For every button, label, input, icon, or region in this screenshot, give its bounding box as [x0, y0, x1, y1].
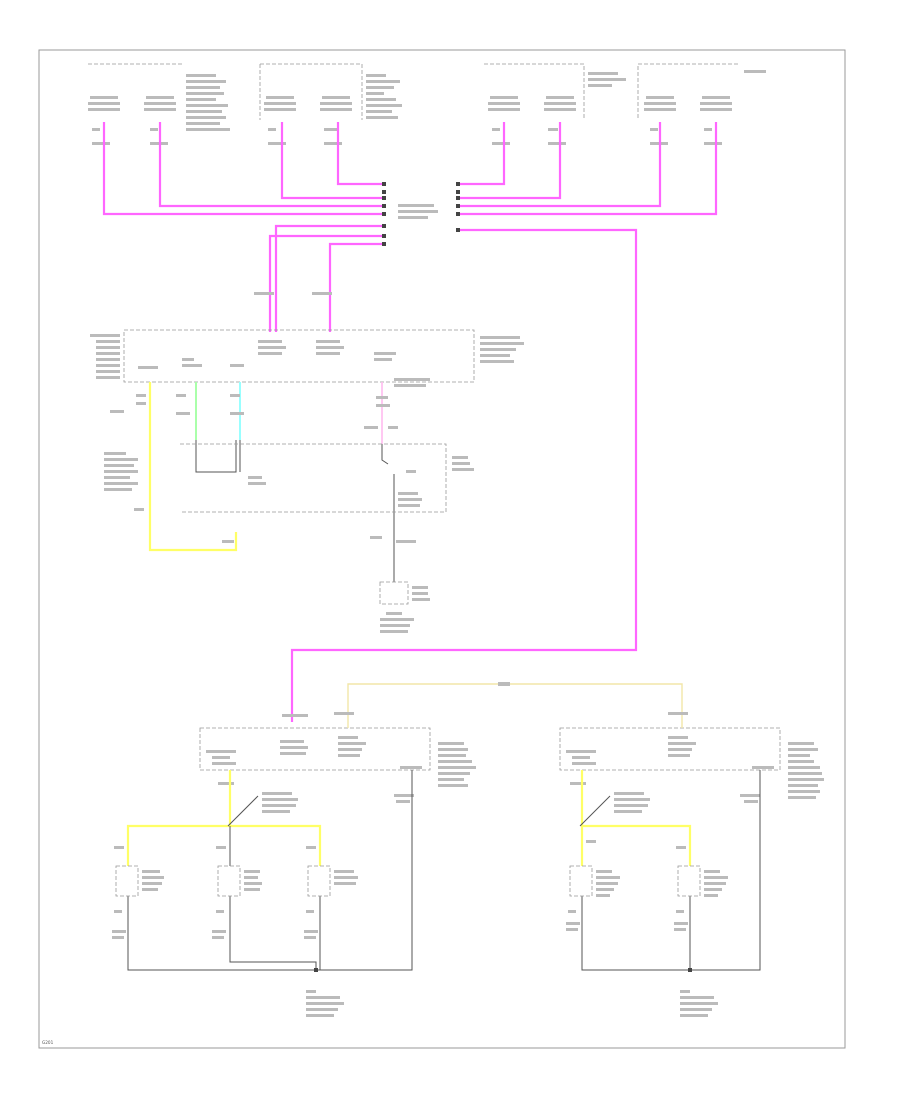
- ground-label: G201: [42, 1040, 54, 1045]
- wire-7: [458, 122, 662, 208]
- right-door-labels: [566, 736, 774, 813]
- wire-12: [290, 228, 638, 722]
- door-module-left: [199, 727, 476, 787]
- data-wires-top: [102, 122, 718, 722]
- diagram-frame: [38, 49, 846, 1049]
- wire-2: [158, 122, 384, 208]
- top-terminal-labels: [88, 96, 732, 145]
- left-door-switches: [112, 770, 413, 1017]
- wire-11: [328, 242, 384, 332]
- wire-1: [102, 122, 384, 216]
- wire-4: [336, 122, 384, 186]
- top-module-center-left: [259, 63, 402, 120]
- wire-10: [268, 234, 384, 332]
- door-module-right: [559, 727, 824, 799]
- module-text-1: [186, 74, 230, 131]
- wire-5: [458, 122, 506, 186]
- right-door-switches: [566, 770, 761, 1017]
- top-module-center-right: [484, 63, 626, 118]
- wire-6: [458, 122, 562, 200]
- ground-device: [379, 581, 430, 633]
- module-text-3: [588, 72, 626, 87]
- wire-9: [274, 224, 384, 332]
- module-text-2: [366, 74, 402, 119]
- left-door-labels: [206, 736, 422, 813]
- instrument-panel-module: [90, 292, 524, 383]
- splice-connector: [382, 182, 460, 246]
- top-module-left: [88, 63, 230, 131]
- door-data-link: [282, 682, 688, 728]
- switch-assembly: [104, 378, 474, 543]
- top-module-right: [637, 63, 766, 118]
- wire-3: [280, 122, 384, 200]
- wire-8: [458, 122, 718, 216]
- ip-module-wires: [148, 382, 395, 582]
